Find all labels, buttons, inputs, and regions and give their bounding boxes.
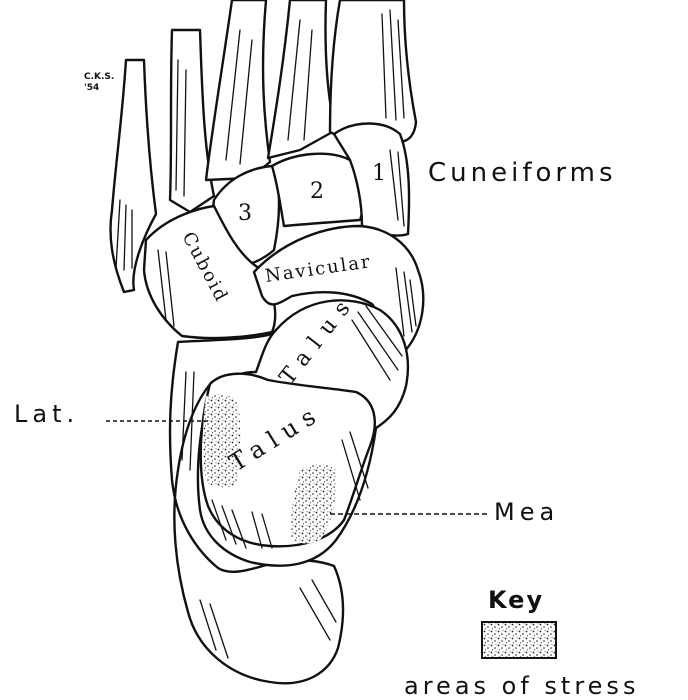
- signature-initials: C.K.S.: [84, 72, 114, 83]
- metatarsal-3: [206, 0, 270, 180]
- lateral-stress-area: [203, 394, 240, 487]
- metatarsal-1: [330, 0, 416, 142]
- cuneiform-2-label: 2: [310, 179, 324, 204]
- artist-signature: C.K.S. '54: [84, 72, 114, 94]
- signature-year: '54: [84, 83, 114, 94]
- lateral-label: Lat.: [14, 402, 79, 426]
- metatarsal-2: [268, 0, 336, 158]
- key-description: areas of stress: [404, 674, 639, 698]
- cuneiform-3-label: 3: [238, 201, 252, 226]
- cuneiform-1-label: 1: [372, 161, 386, 186]
- key-title: Key: [488, 588, 544, 612]
- cuneiforms-label: Cuneiforms: [428, 160, 617, 186]
- medial-label: Mea: [494, 500, 559, 524]
- key-swatch: [482, 622, 556, 658]
